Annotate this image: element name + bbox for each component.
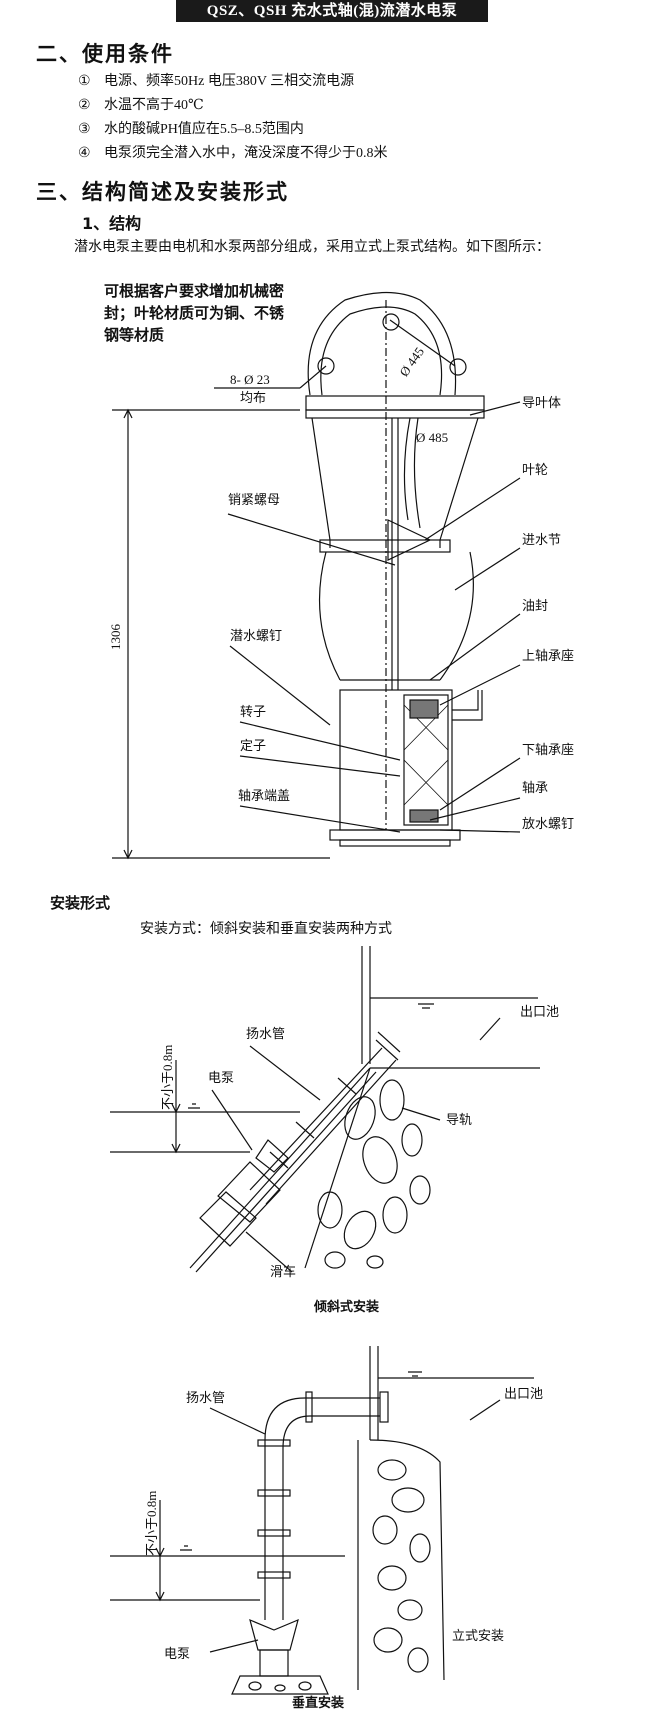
condition-text: 电源、频率50Hz 电压380V 三相交流电源: [104, 74, 355, 89]
incline-pipe-label: 扬水管: [246, 1026, 285, 1041]
structure-heading: 1、结构: [82, 214, 142, 233]
label-drain-screw: 放水螺钉: [522, 816, 574, 831]
incline-caption: 倾斜式安装: [314, 1300, 380, 1315]
label-oil-seal: 油封: [522, 598, 548, 613]
label-guide-vane: 导叶体: [522, 395, 561, 410]
condition-num: ④: [78, 146, 91, 161]
vertical-depth-label: 不小于0.8m: [144, 1491, 159, 1556]
page-banner: QSZ、QSH 充水式轴(混)流潜水电泵: [176, 0, 488, 22]
label-rotor: 转子: [240, 704, 266, 719]
condition-num: ③: [78, 122, 91, 137]
condition-text: 水的酸碱PH值应在5.5–8.5范围内: [104, 122, 304, 137]
vertical-outlet-label: 出口池: [504, 1386, 543, 1401]
label-submersible-screw: 潜水螺钉: [230, 628, 282, 643]
incline-trolley-label: 滑车: [270, 1264, 296, 1279]
dim-485-label: Ø 485: [416, 430, 448, 445]
label-bearing-cap: 轴承端盖: [238, 788, 290, 803]
label-bearing: 轴承: [522, 780, 548, 795]
incline-outlet-label: 出口池: [520, 1004, 559, 1019]
condition-num: ①: [78, 74, 91, 89]
structure-description: 潜水电泵主要由电机和水泵两部分组成，采用立式上泵式结构。如下图所示：: [74, 239, 550, 255]
label-stator: 定子: [240, 738, 266, 753]
condition-item-1: ① 电源、频率50Hz 电压380V 三相交流电源: [78, 70, 354, 90]
label-lock-nut: 销紧螺母: [228, 492, 280, 507]
install-description: 安装方式：倾斜安装和垂直安装两种方式: [140, 921, 392, 937]
incline-depth-label: 不小于0.8m: [160, 1045, 175, 1110]
label-lower-bearing-seat: 下轴承座: [522, 742, 574, 757]
incline-pump-label: 电泵: [208, 1070, 234, 1085]
condition-item-3: ③ 水的酸碱PH值应在5.5–8.5范围内: [78, 118, 304, 138]
vertical-pump-label: 电泵: [164, 1646, 190, 1661]
dim-holes-label: 8- Ø 23: [230, 372, 270, 387]
vertical-pipe-label: 扬水管: [186, 1390, 225, 1405]
vertical-caption: 垂直安装: [292, 1696, 345, 1711]
incline-rail-label: 导轨: [446, 1112, 472, 1127]
dim-height-label: 1306: [108, 624, 123, 651]
section2-title: 二、使用条件: [36, 42, 174, 66]
label-inlet-section: 进水节: [522, 532, 561, 547]
note-line-1: 可根据客户要求增加机械密: [104, 282, 285, 300]
condition-num: ②: [78, 98, 91, 113]
condition-item-2: ② 水温不高于40℃: [78, 94, 204, 114]
label-impeller: 叶轮: [522, 462, 548, 477]
label-upper-bearing-seat: 上轴承座: [522, 648, 574, 663]
condition-text: 水温不高于40℃: [104, 98, 204, 113]
vertical-note-label: 立式安装: [452, 1628, 504, 1643]
note-line-3: 钢等材质: [104, 326, 165, 344]
dim-holes-label-2: 均布: [240, 390, 266, 405]
section3-title: 三、结构简述及安装形式: [36, 180, 289, 204]
note-line-2: 封；叶轮材质可为铜、不锈: [104, 304, 285, 322]
condition-text: 电泵须完全潜入水中，淹没深度不得少于0.8米: [104, 146, 388, 161]
install-title: 安装形式: [50, 894, 111, 912]
condition-item-4: ④ 电泵须完全潜入水中，淹没深度不得少于0.8米: [78, 142, 388, 162]
